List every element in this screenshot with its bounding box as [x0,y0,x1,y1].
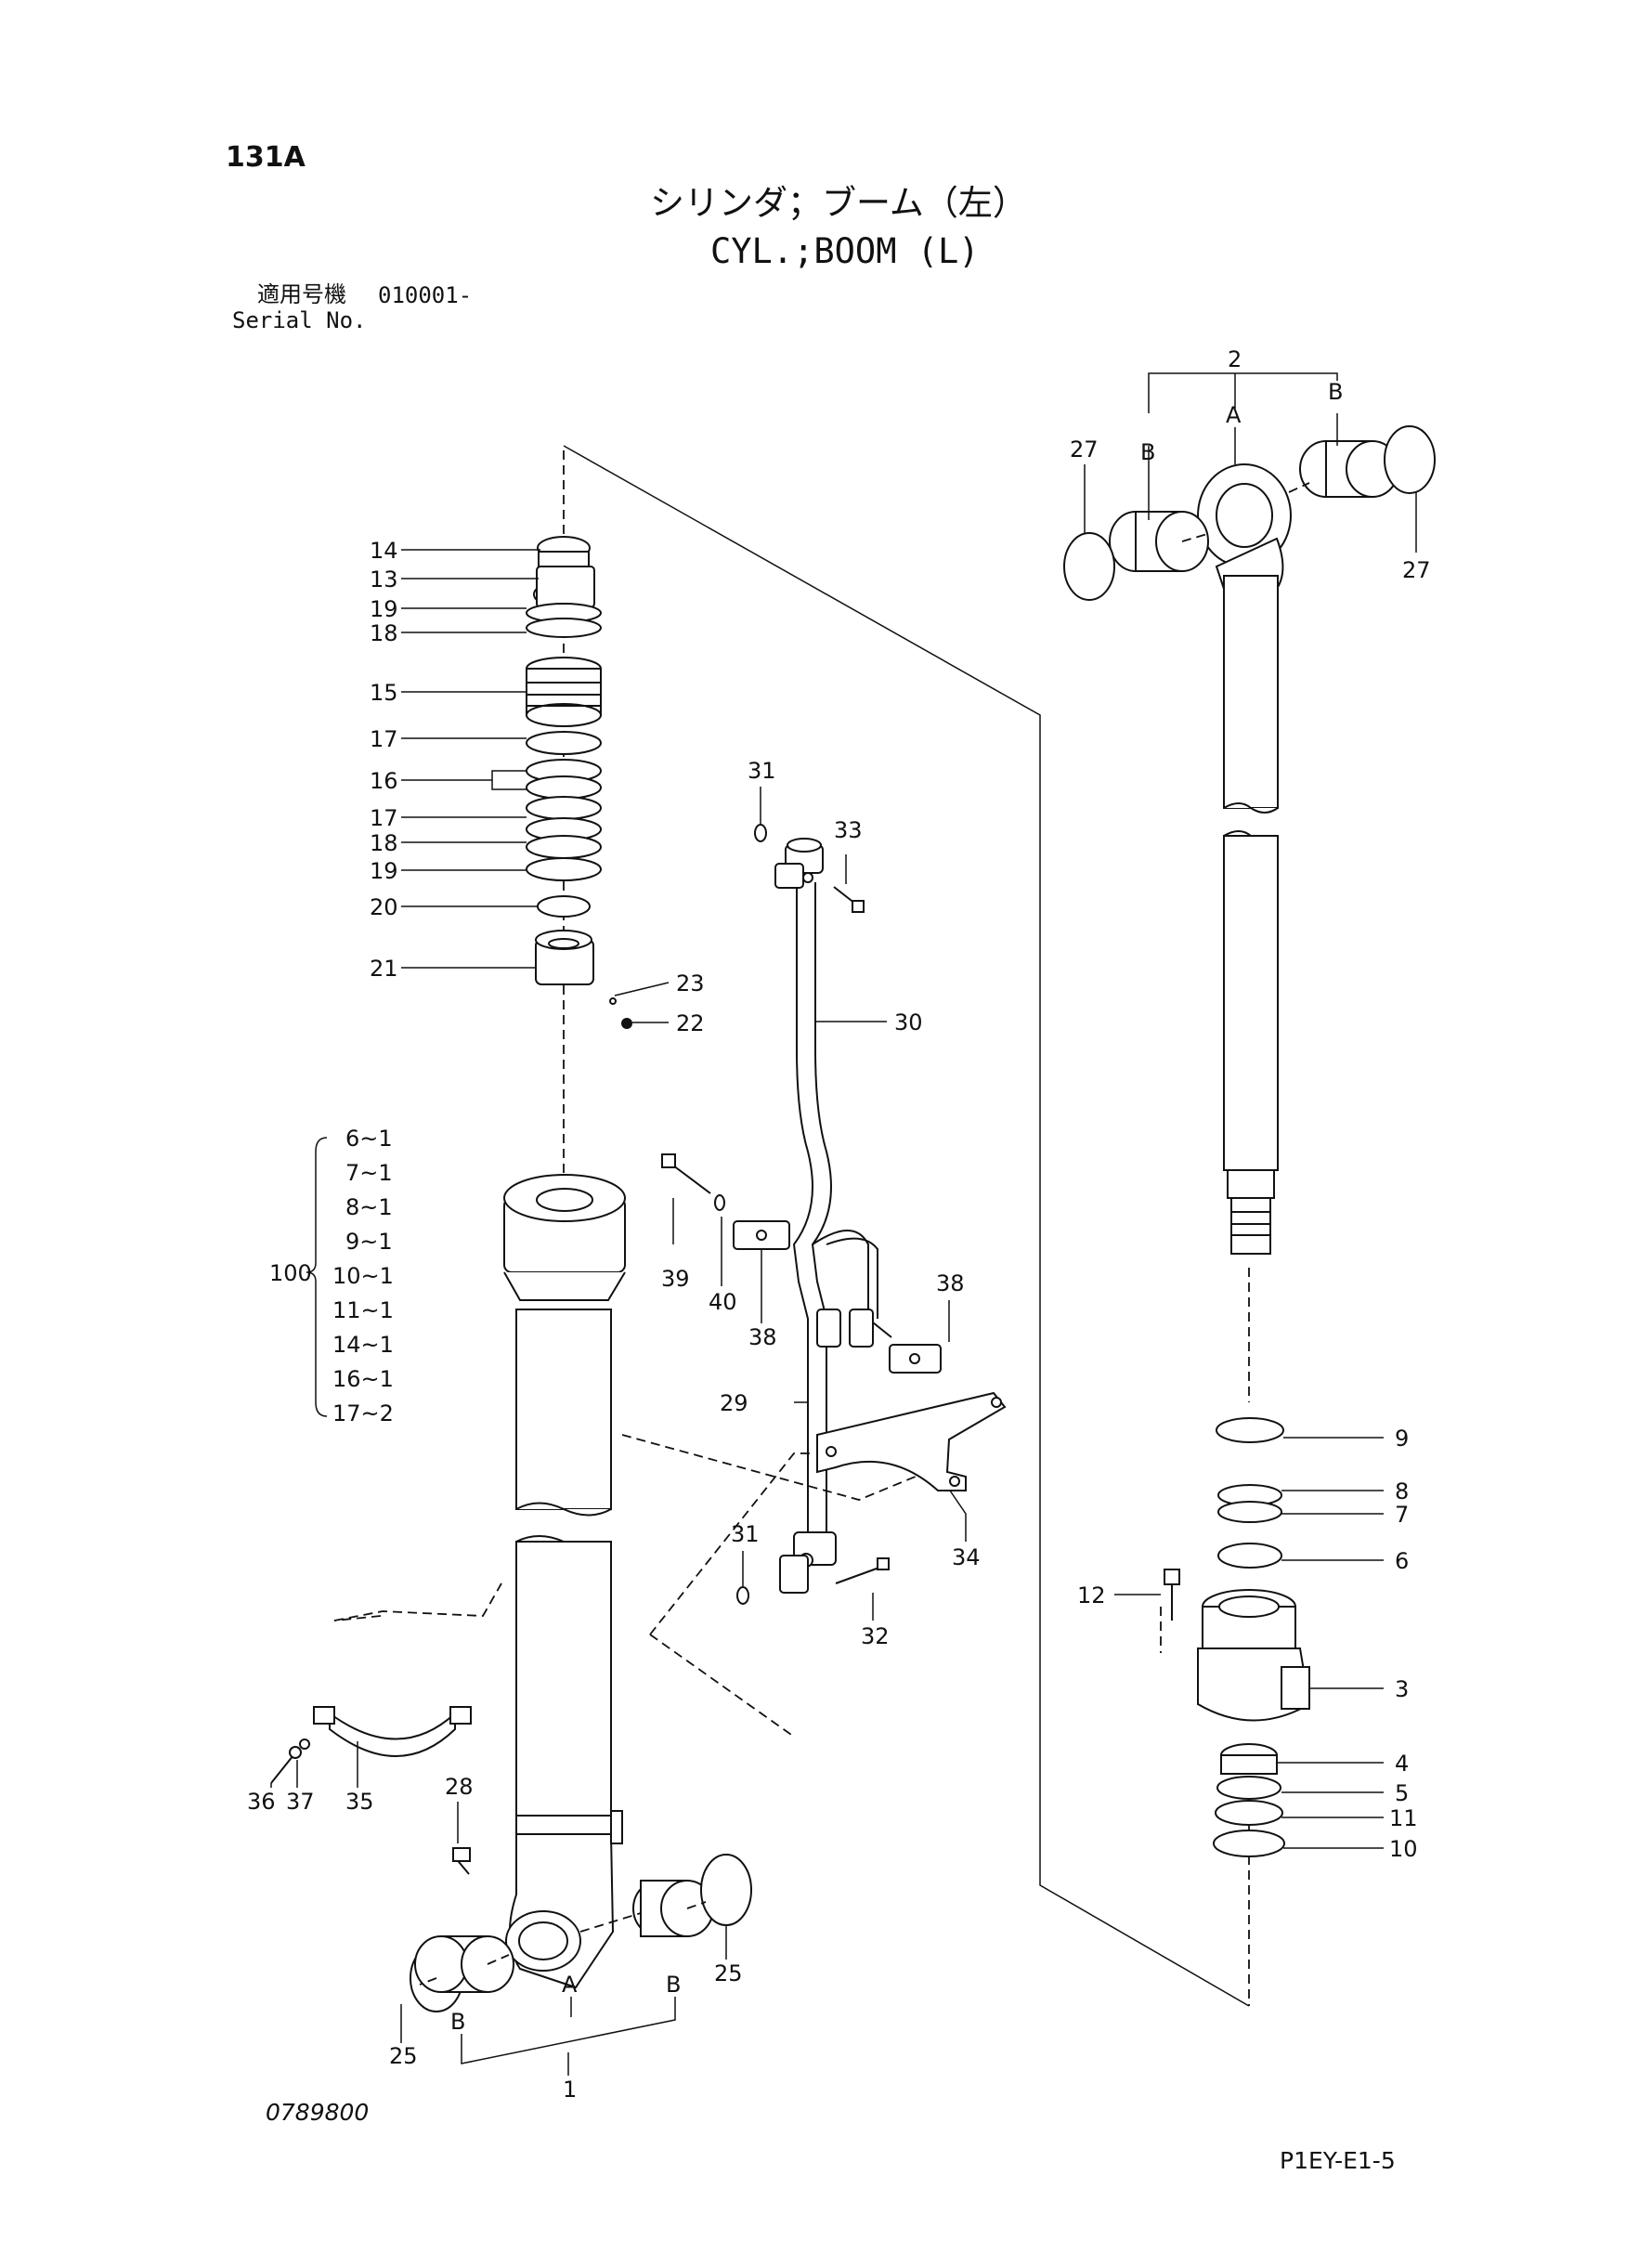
callout-40: 40 [709,1289,737,1315]
callout-18: 18 [370,830,398,856]
callout-31: 31 [748,758,776,784]
callout-5: 5 [1395,1780,1409,1806]
title-english: CYL.;BOOM (L) [710,231,980,271]
callout-38: 38 [936,1270,965,1296]
right-pin-bushings [1063,425,1436,601]
gland-head [1164,1417,1311,1857]
callout-12: 12 [1077,1582,1106,1608]
callout-3: 3 [1395,1676,1409,1702]
callout-39: 39 [661,1266,690,1292]
label-b: B [1328,379,1343,405]
hydraulic-pipes [736,824,892,1605]
callout-20: 20 [370,894,398,920]
kit-item: 11~1 [332,1297,394,1323]
callout-17: 17 [370,805,398,831]
callout-7: 7 [1395,1502,1409,1528]
callout-31: 31 [731,1521,760,1547]
pipe-clamps-38 [661,1153,942,1374]
kit-item: 9~1 [345,1229,393,1255]
drawing-number: 0789800 [266,2099,370,2126]
serial-label-english: Serial No. [232,307,367,333]
callout-25: 25 [714,1960,743,1986]
serial-value: 010001- [378,282,473,308]
callout-13: 13 [370,566,398,593]
callout-23: 23 [676,970,705,996]
callout-4: 4 [1395,1751,1409,1777]
callout-6: 6 [1395,1548,1409,1574]
callout-28: 28 [445,1774,474,1800]
callout-2: 2 [1228,346,1242,372]
callout-37: 37 [286,1789,315,1815]
page-code: 131A [226,141,306,174]
callout-17: 17 [370,726,398,752]
bracket-34 [816,1391,1007,1491]
left-pin-bushings [410,1854,752,2012]
callout-15: 15 [370,680,398,706]
callout-21: 21 [370,956,398,982]
assembly-outline [333,445,1250,2007]
serial-label-japanese: 適用号機 [257,281,346,307]
callout-30: 30 [894,1009,923,1035]
kit-item: 6~1 [345,1126,393,1152]
label-b: B [450,2009,465,2035]
callout-35: 35 [345,1789,374,1815]
callout-14: 14 [370,538,398,564]
sheet-reference: P1EY-E1-5 [1280,2147,1396,2174]
callout-11: 11 [1389,1805,1418,1831]
kit-item: 16~1 [332,1366,394,1392]
callout-22: 22 [676,1010,705,1036]
label-b: B [1140,439,1155,465]
kit-group-100: 100 6~1 7~1 8~1 9~1 10~1 11~1 14~1 16~1 … [269,1126,394,1426]
leader-lines [270,372,1417,2076]
kit-item: 17~2 [332,1400,394,1426]
callout-33: 33 [834,817,863,843]
label-b: B [666,1972,681,1998]
callout-1: 1 [563,2077,577,2103]
callout-numbers: 14 13 19 18 15 17 16 17 18 19 20 21 23 2… [247,346,1431,2103]
kit-item: 10~1 [332,1263,394,1289]
label-a: A [1226,402,1242,428]
callout-38: 38 [748,1324,777,1350]
callout-34: 34 [952,1544,981,1570]
cylinder-tube [503,1174,626,1989]
callout-16: 16 [370,768,398,794]
clamp-band-35 [270,1706,472,1875]
callout-29: 29 [720,1390,748,1416]
callout-32: 32 [861,1623,890,1649]
kit-item: 7~1 [345,1160,393,1186]
callout-36: 36 [247,1789,276,1815]
callout-27: 27 [1402,557,1431,583]
kit-number: 100 [269,1260,312,1286]
callout-25: 25 [389,2043,418,2069]
callout-8: 8 [1395,1478,1409,1504]
callout-18: 18 [370,620,398,646]
kit-item: 14~1 [332,1332,394,1358]
callout-9: 9 [1395,1426,1409,1452]
label-a: A [562,1972,578,1998]
seal-stack [526,536,632,1029]
callout-19: 19 [370,596,398,622]
kit-item: 8~1 [345,1194,393,1220]
title-japanese: シリンダ；ブーム（左） [650,183,1027,223]
callout-19: 19 [370,858,398,884]
callout-10: 10 [1389,1836,1418,1862]
callout-27: 27 [1070,436,1099,462]
piston-rod-assembly [1197,463,1292,1255]
